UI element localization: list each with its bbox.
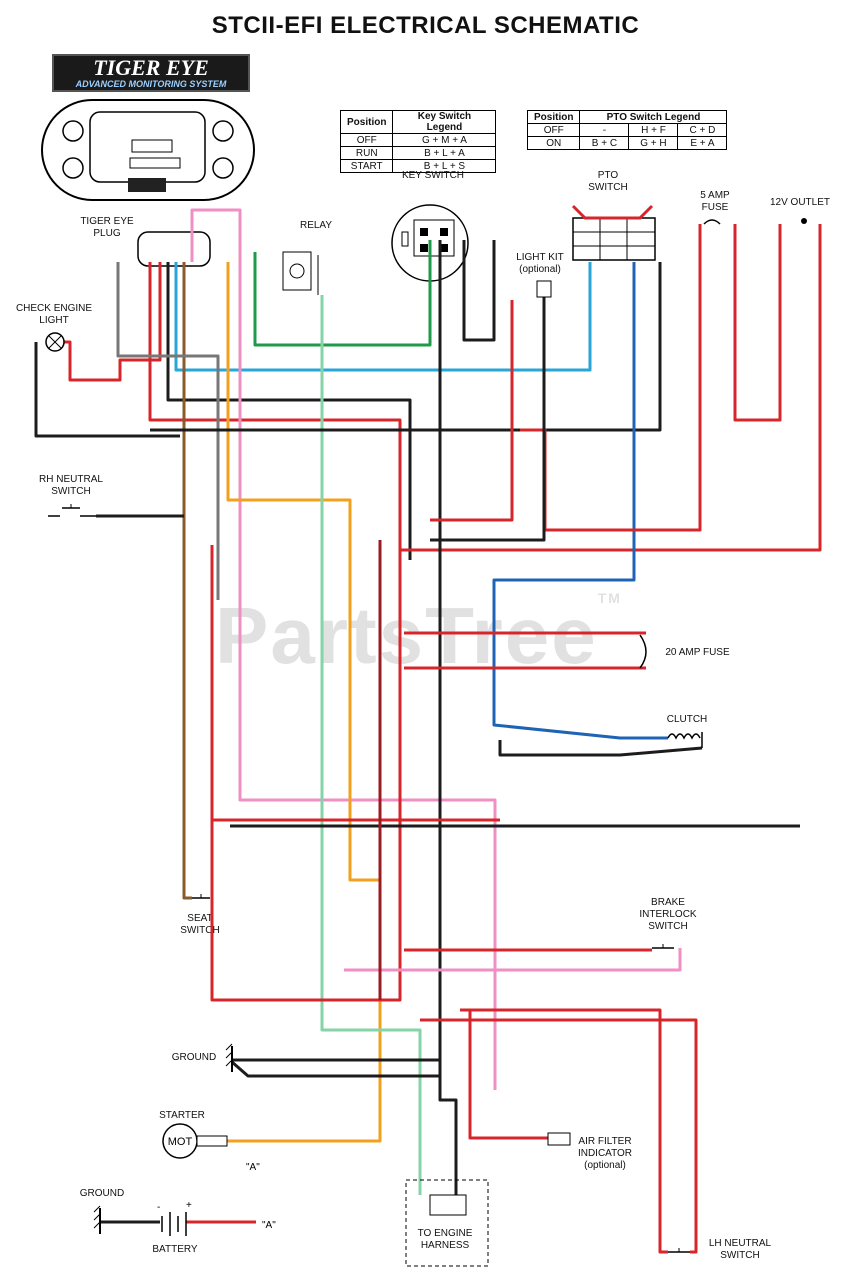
wire-red — [520, 224, 702, 532]
battery-label: BATTERY — [152, 1244, 198, 1255]
watermark: PartsTreeTM — [215, 590, 622, 682]
light-kit-label: LIGHT KIT (optional) — [516, 252, 564, 275]
battery-minus-label: - — [157, 1202, 160, 1213]
seat-switch-symbol — [192, 894, 210, 899]
wire-red — [148, 262, 402, 550]
battery-symbol: - + "A" — [157, 1200, 276, 1236]
battery-terminal-label: "A" — [262, 1220, 276, 1231]
check-engine-light-label: CHECK ENGINE LIGHT — [15, 303, 93, 326]
clutch-coil-symbol — [667, 732, 703, 748]
wire-blue — [492, 262, 668, 740]
relay-symbol — [282, 251, 319, 295]
legend-cell: ON — [526, 136, 581, 150]
ground-label: GROUND — [79, 1188, 125, 1199]
brake-switch-symbol — [652, 944, 674, 949]
logo-tagline: ADVANCED MONITORING SYSTEM — [75, 79, 227, 89]
wire-light-green — [320, 295, 422, 1195]
key-switch-legend-table: Position Key Switch Legend OFF G + M + A… — [339, 110, 497, 173]
starter-motor-symbol: MOT "A" — [162, 1123, 260, 1173]
wire-pink — [190, 208, 497, 1090]
ground-symbol — [93, 1205, 101, 1234]
wire-grey — [116, 262, 220, 600]
starter-terminal-label: "A" — [246, 1162, 260, 1173]
fuse-20amp-symbol — [639, 634, 647, 669]
wire-orange — [226, 262, 382, 1143]
wire-red — [468, 1010, 548, 1140]
wire-light-blue — [174, 262, 592, 372]
legend-cell: START — [339, 159, 394, 173]
seat-switch-label: SEAT SWITCH — [180, 913, 220, 936]
outlet-12v-label: 12V OUTLET — [769, 197, 831, 208]
wire-red — [210, 224, 822, 1002]
fuse-20amp-label: 20 AMP FUSE — [665, 647, 730, 658]
watermark-text: PartsTree — [215, 591, 598, 680]
light-kit-connector — [536, 280, 552, 298]
rh-neutral-switch-symbol — [48, 504, 96, 517]
legend-cell: G + H — [628, 136, 679, 150]
wire-pink — [344, 948, 682, 972]
wire-black — [498, 740, 703, 757]
wire-black — [231, 1060, 440, 1078]
pto-switch-legend-table: Position PTO Switch Legend OFF - H + F C… — [526, 110, 728, 150]
pto-switch-label: PTO SWITCH — [588, 170, 628, 193]
wire-black — [34, 342, 180, 438]
wire-black — [430, 296, 546, 542]
tiger-eye-display — [41, 99, 255, 201]
wire-black — [462, 240, 496, 342]
outlet-12v-symbol — [801, 218, 807, 224]
logo-brand: TIGER EYE — [93, 55, 209, 80]
tiger-eye-logo: TIGER EYE ADVANCED MONITORING SYSTEM — [52, 54, 250, 92]
watermark-tm: TM — [597, 590, 622, 606]
wire-brown — [182, 262, 192, 900]
legend-cell: E + A — [677, 136, 728, 150]
wire-red — [430, 300, 514, 522]
wire-group — [34, 208, 822, 1254]
fuse-5amp-symbol — [703, 219, 721, 225]
clutch-label: CLUTCH — [666, 714, 708, 725]
pto-switch-symbol — [571, 204, 656, 261]
brake-interlock-switch-label: BRAKE INTERLOCK SWITCH — [639, 897, 697, 932]
ground-label: GROUND — [171, 1052, 217, 1063]
ground-symbol — [225, 1043, 233, 1072]
wire-green — [253, 240, 432, 347]
wire-red — [460, 1008, 668, 1254]
relay-label: RELAY — [299, 220, 333, 231]
battery-plus-label: + — [186, 1200, 192, 1211]
legend-header: Position — [339, 110, 394, 134]
rh-neutral-switch-label: RH NEUTRAL SWITCH — [39, 474, 103, 497]
starter-label: STARTER — [159, 1110, 205, 1121]
schematic-title: STCII-EFI ELECTRICAL SCHEMATIC — [211, 12, 640, 39]
starter-mot-text: MOT — [168, 1136, 193, 1148]
wire-red — [64, 262, 162, 382]
check-engine-light-symbol — [45, 332, 65, 352]
fuse-5amp-label: 5 AMP FUSE — [700, 190, 730, 213]
lh-neutral-switch-symbol — [668, 1248, 690, 1253]
wire-black — [438, 240, 458, 1195]
air-filter-indicator-label: AIR FILTER INDICATOR (optional) — [577, 1136, 633, 1171]
air-filter-indicator-symbol — [547, 1132, 571, 1146]
wire-red — [420, 1018, 698, 1254]
key-switch-label: KEY SWITCH — [401, 170, 465, 181]
lh-neutral-switch-label: LH NEUTRAL SWITCH — [708, 1238, 772, 1261]
wire-black — [150, 262, 662, 432]
tiger-eye-plug-label: TIGER EYE PLUG — [80, 216, 134, 239]
engine-harness-label: TO ENGINE HARNESS — [417, 1228, 473, 1251]
legend-cell: B + L + S — [392, 159, 497, 173]
wire-red — [210, 818, 500, 826]
engine-harness-box — [405, 1179, 489, 1267]
wire-red — [733, 224, 782, 422]
wire-black — [166, 262, 412, 560]
tiger-eye-plug-symbol — [137, 231, 211, 267]
